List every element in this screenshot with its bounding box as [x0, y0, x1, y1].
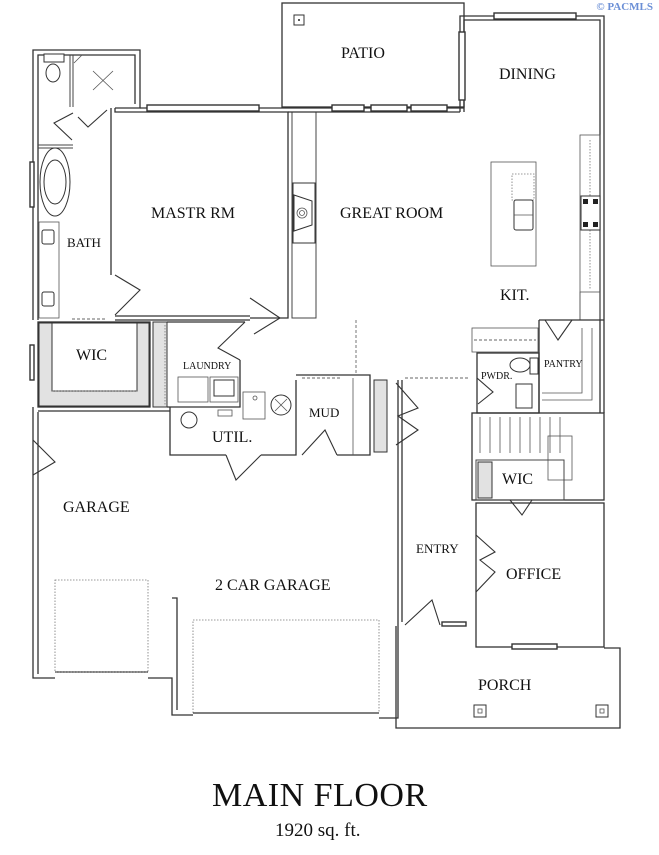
- garage-walls: [32, 407, 399, 719]
- great-room-walls: [288, 12, 605, 413]
- laundry-walls: [167, 321, 246, 408]
- stairs: [471, 412, 605, 516]
- mud-walls: [296, 320, 470, 456]
- room-label-entry: ENTRY: [416, 541, 459, 556]
- room-label-mud: MUD: [309, 405, 340, 420]
- room-label-master-wic: WIC: [76, 347, 108, 364]
- master-wic-walls: [29, 321, 168, 408]
- room-label-two-car-garage: 2 CAR GARAGE: [215, 577, 331, 594]
- room-label-porch: PORCH: [478, 677, 532, 694]
- room-label-kitchen: KIT.: [500, 287, 530, 304]
- util-walls: [169, 380, 297, 481]
- room-label-bath: BATH: [67, 235, 101, 250]
- room-label-patio: PATIO: [341, 45, 385, 62]
- room-label-laundry: LAUNDRY: [183, 361, 232, 372]
- powder-pantry-walls: [471, 319, 604, 414]
- room-label-powder: PWDR.: [481, 371, 513, 382]
- master-bath-walls: [29, 49, 141, 320]
- room-label-garage: GARAGE: [63, 499, 130, 516]
- porch-outline: [395, 626, 621, 729]
- floor-area: 1920 sq. ft.: [275, 820, 361, 841]
- room-label-pantry: PANTRY: [544, 359, 583, 370]
- copyright-watermark: © PACMLS: [596, 1, 653, 13]
- room-label-util: UTIL.: [212, 429, 253, 446]
- office-walls: [397, 380, 605, 650]
- floor-title: MAIN FLOOR: [212, 777, 428, 814]
- room-label-master-bedroom: MASTR RM: [151, 205, 236, 222]
- room-label-great-room: GREAT ROOM: [340, 205, 444, 222]
- room-label-dining: DINING: [499, 66, 556, 83]
- room-label-office: OFFICE: [506, 566, 562, 583]
- room-label-office-wic: WIC: [502, 471, 534, 488]
